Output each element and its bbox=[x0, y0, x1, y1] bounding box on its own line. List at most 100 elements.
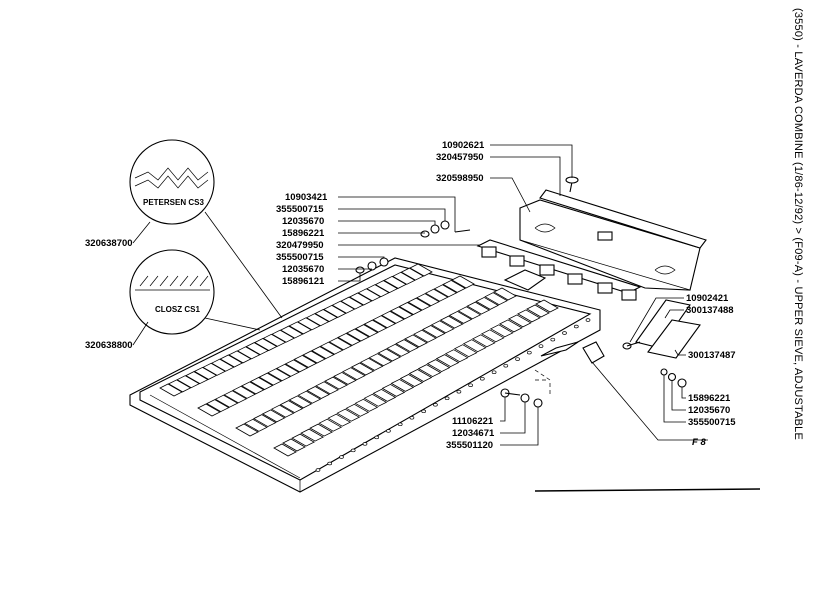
louver bbox=[416, 293, 440, 307]
rail-hole bbox=[456, 389, 462, 394]
rail-hole bbox=[550, 337, 556, 342]
louver bbox=[466, 301, 491, 315]
rail-hole bbox=[503, 363, 509, 368]
rail-hole bbox=[315, 468, 321, 472]
louver bbox=[293, 354, 318, 368]
louver bbox=[381, 310, 405, 324]
louver bbox=[359, 357, 384, 371]
louver bbox=[374, 280, 399, 294]
louver bbox=[348, 292, 373, 306]
detail-label-closz: CLOSZ CS1 bbox=[155, 305, 200, 314]
louver bbox=[493, 287, 517, 301]
small-bracket bbox=[503, 269, 547, 291]
louver bbox=[489, 324, 514, 338]
louver bbox=[302, 350, 326, 364]
louver bbox=[424, 288, 449, 302]
louver bbox=[297, 317, 321, 331]
sieve-louvers bbox=[159, 263, 559, 457]
louver bbox=[235, 423, 259, 437]
part-number: 10902421 bbox=[686, 293, 729, 304]
louver bbox=[284, 359, 309, 373]
detail-petersen: PETERSEN CS3 bbox=[129, 139, 215, 225]
bottom-leader-lines bbox=[500, 397, 539, 446]
louver bbox=[270, 404, 295, 418]
part-number: 320598950 bbox=[436, 173, 484, 184]
rail-hole bbox=[339, 455, 344, 459]
rail-hole bbox=[350, 448, 356, 453]
louver bbox=[279, 400, 304, 414]
louver bbox=[337, 332, 361, 346]
part-number: 355500715 bbox=[276, 204, 324, 215]
louver bbox=[439, 315, 464, 329]
louver bbox=[345, 403, 370, 417]
louver bbox=[451, 275, 475, 289]
part-number: 320638800 bbox=[85, 340, 133, 351]
louver bbox=[244, 418, 268, 432]
rail-hole bbox=[421, 409, 427, 414]
louver bbox=[305, 313, 330, 327]
rail-hole bbox=[468, 383, 473, 387]
louver bbox=[442, 279, 467, 293]
left-leader-lines bbox=[338, 196, 480, 282]
louver bbox=[471, 334, 496, 348]
louver bbox=[453, 344, 478, 358]
louver bbox=[210, 358, 235, 372]
louver bbox=[223, 390, 248, 404]
louver bbox=[462, 339, 487, 353]
louver bbox=[282, 438, 306, 452]
louver bbox=[444, 349, 469, 363]
louver bbox=[480, 329, 505, 343]
louver bbox=[346, 328, 370, 342]
louver bbox=[185, 371, 209, 385]
louver bbox=[214, 394, 239, 408]
louver bbox=[327, 413, 352, 427]
part-number: 320479950 bbox=[276, 240, 324, 251]
bracket-bar bbox=[476, 239, 642, 301]
rail-hole bbox=[538, 344, 544, 348]
louver bbox=[324, 376, 348, 390]
louver bbox=[407, 297, 432, 311]
louver bbox=[372, 315, 397, 329]
part-number: 355500715 bbox=[276, 252, 324, 263]
louver bbox=[336, 408, 361, 422]
louver bbox=[236, 346, 261, 360]
rail-hole bbox=[433, 403, 438, 407]
louver bbox=[404, 334, 428, 348]
louver bbox=[240, 381, 265, 395]
louver bbox=[300, 428, 324, 442]
louver bbox=[167, 379, 192, 393]
louver bbox=[340, 296, 364, 310]
louver bbox=[291, 433, 315, 447]
part-number: 11106221 bbox=[452, 416, 494, 427]
louver bbox=[386, 343, 411, 357]
louver bbox=[417, 364, 442, 378]
part-number: 15896221 bbox=[688, 393, 731, 404]
part-number: 12035670 bbox=[282, 216, 324, 227]
rail-hole bbox=[327, 461, 333, 466]
louver bbox=[390, 378, 415, 392]
rail-hole bbox=[562, 331, 567, 335]
louver bbox=[249, 377, 274, 390]
part-number: 300137487 bbox=[688, 350, 736, 361]
part-number: 12035670 bbox=[282, 264, 324, 275]
louver bbox=[508, 314, 532, 328]
louver bbox=[318, 418, 343, 432]
louver bbox=[267, 368, 291, 382]
louver bbox=[341, 367, 366, 381]
louver bbox=[499, 319, 523, 333]
louver bbox=[381, 383, 406, 397]
part-number: 320457950 bbox=[436, 152, 484, 163]
rail-hole bbox=[409, 416, 415, 420]
part-number: 12034671 bbox=[452, 428, 495, 439]
part-number: 10902621 bbox=[442, 140, 485, 151]
rail-hole bbox=[397, 422, 403, 427]
louver bbox=[261, 409, 286, 423]
left-fasteners bbox=[355, 220, 471, 274]
part-number: 10903421 bbox=[285, 192, 328, 203]
louver bbox=[319, 341, 344, 355]
louver bbox=[413, 329, 437, 343]
right-leader-lines bbox=[629, 297, 686, 423]
top-plate bbox=[519, 189, 707, 291]
part-number: 15896121 bbox=[282, 276, 325, 287]
